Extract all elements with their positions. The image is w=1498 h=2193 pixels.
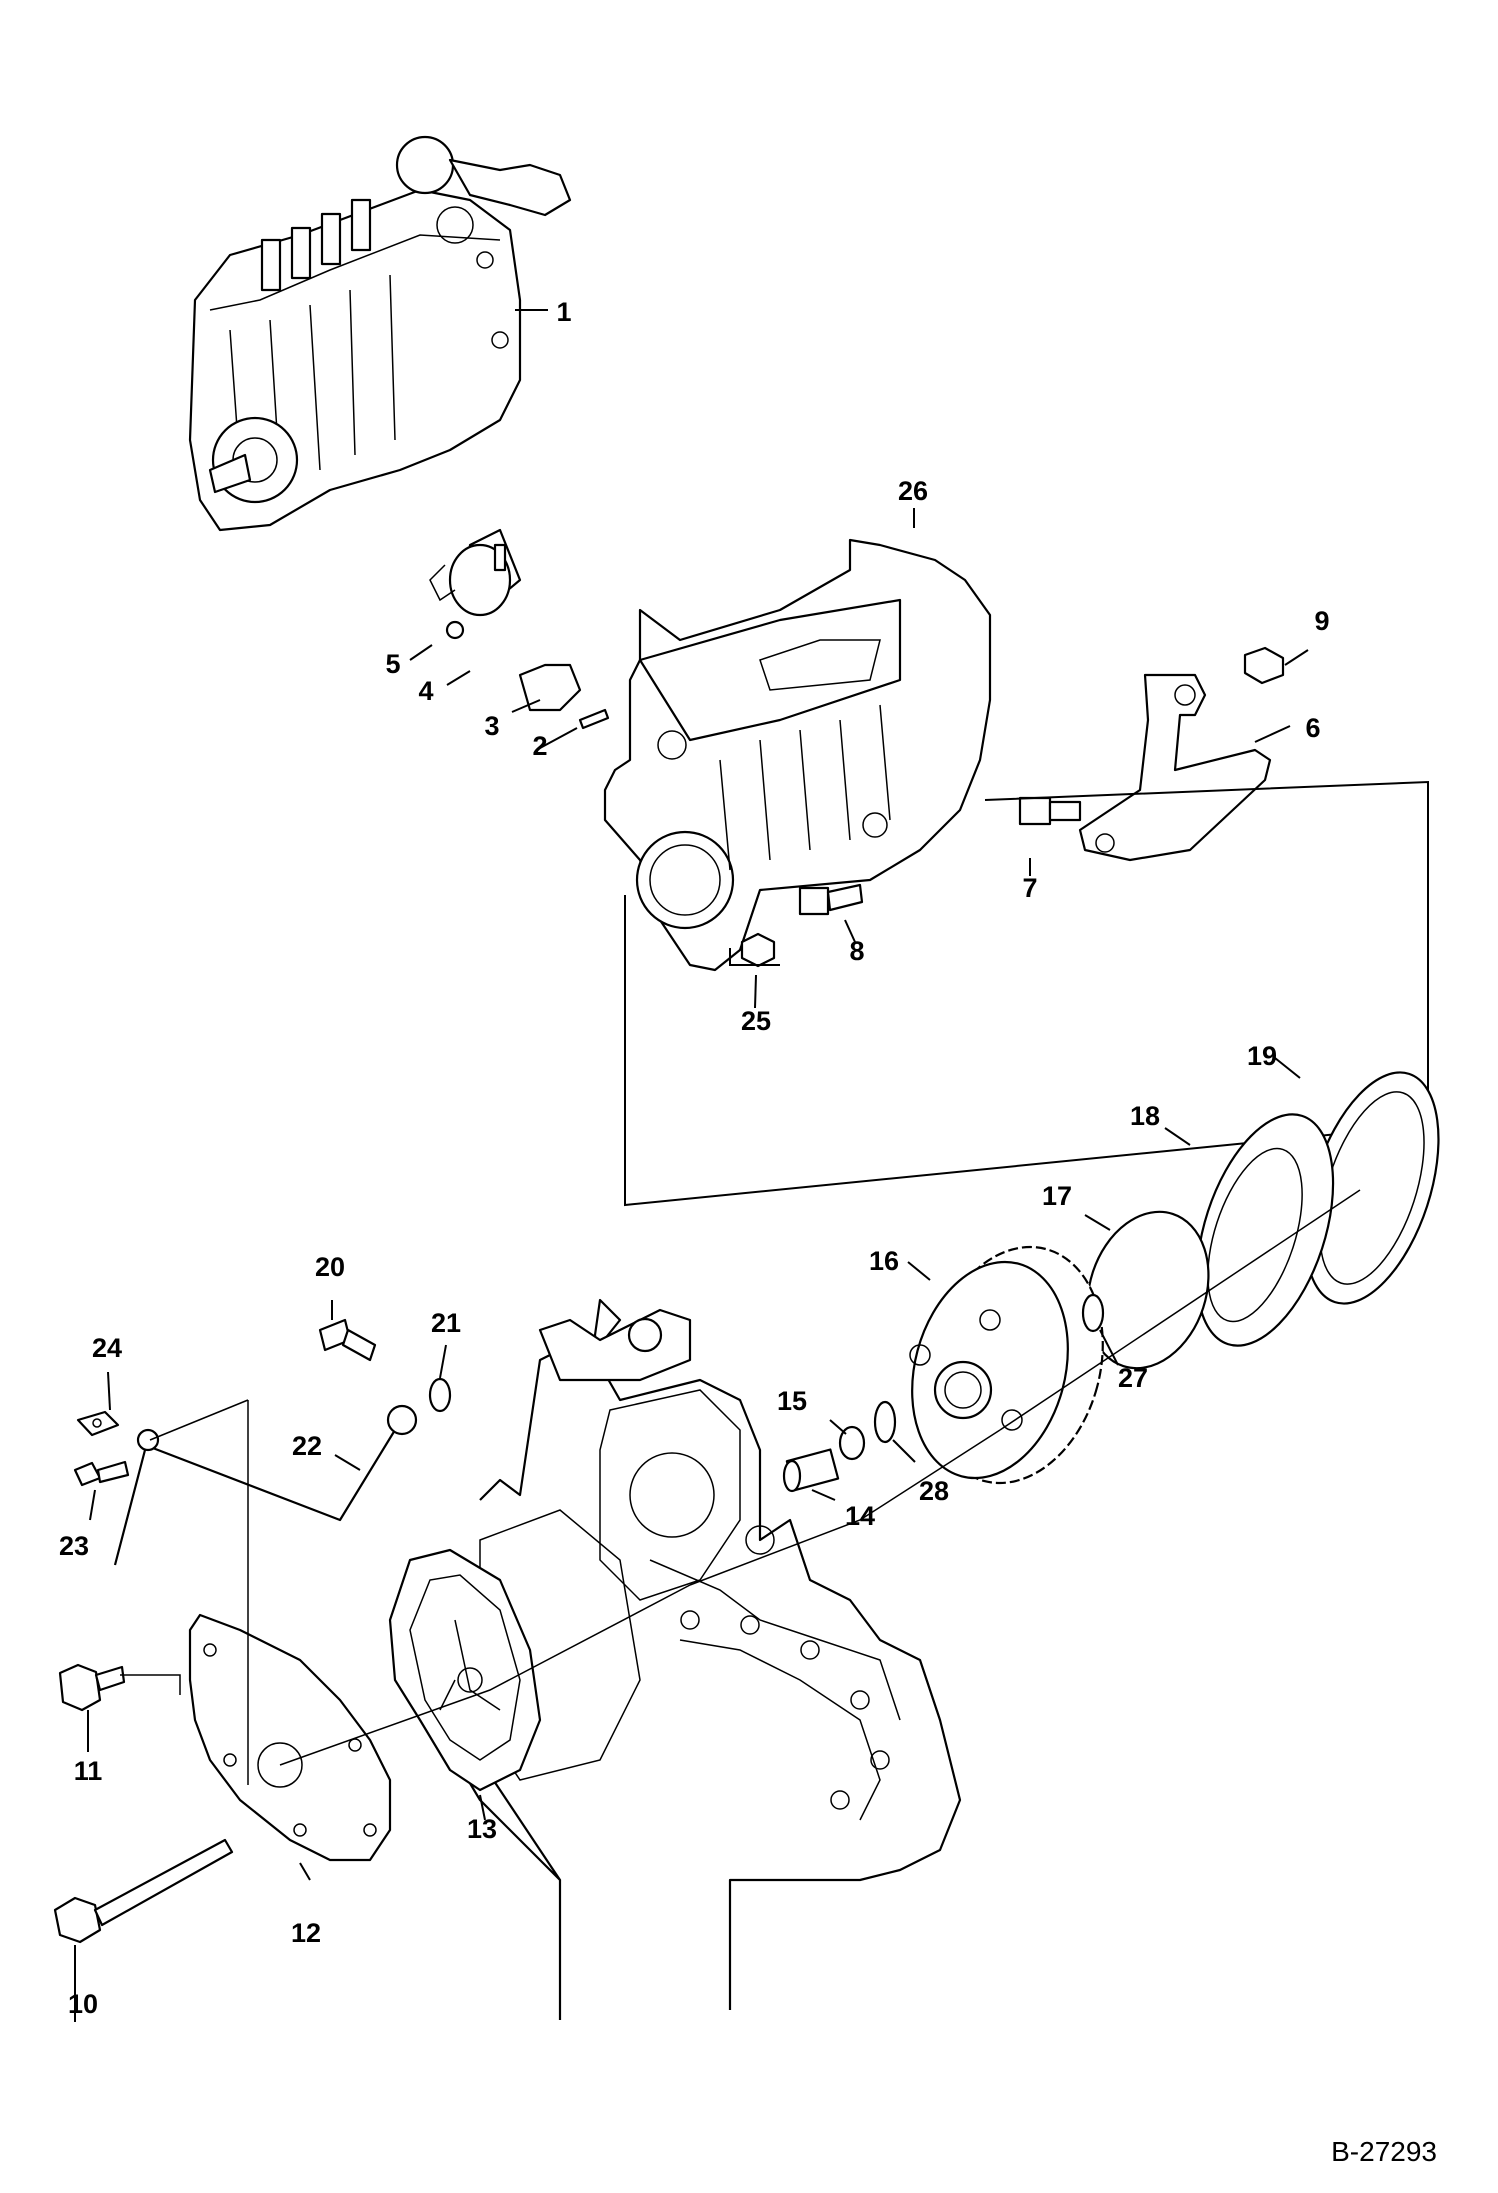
callout-16: 16 (869, 1246, 899, 1276)
callout-23: 23 (59, 1531, 89, 1561)
callout-24: 24 (92, 1333, 122, 1363)
feed-pump-nut (445, 620, 465, 640)
snap-ring-large (1081, 1293, 1105, 1333)
callout-13: 13 (467, 1814, 497, 1844)
callout-7: 7 (1022, 873, 1037, 903)
bracket-bolt (1018, 796, 1082, 826)
callout-26: 26 (898, 476, 928, 506)
o-ring (1086, 1210, 1210, 1370)
short-bolt (58, 1663, 126, 1712)
housing-bolt (798, 883, 864, 916)
callout-20: 20 (315, 1252, 345, 1282)
callout-19: 19 (1247, 1041, 1277, 1071)
housing-gasket (388, 1548, 542, 1792)
reference-code: B-27293 (1331, 2136, 1437, 2167)
adapter-plate (1195, 1113, 1335, 1347)
bracket (1078, 673, 1272, 862)
callout-6: 6 (1305, 713, 1320, 743)
housing-nut (740, 932, 776, 968)
callout-14: 14 (845, 1501, 875, 1531)
callout-9: 9 (1314, 606, 1329, 636)
callout-15: 15 (777, 1386, 807, 1416)
callout-27: 27 (1118, 1363, 1148, 1393)
cover-plate (188, 1613, 392, 1862)
callout-12: 12 (291, 1918, 321, 1948)
stud (578, 708, 610, 730)
drive-gear (909, 1245, 1104, 1485)
callout-leaders (74, 309, 1309, 2022)
callout-3: 3 (484, 711, 499, 741)
snap-ring-small (873, 1400, 897, 1444)
callout-4: 4 (418, 676, 433, 706)
callout-25: 25 (741, 1006, 771, 1036)
callout-8: 8 (849, 936, 864, 966)
callout-21: 21 (431, 1308, 461, 1338)
callout-22: 22 (292, 1431, 322, 1461)
fuel-line (113, 1404, 418, 1566)
callout-10: 10 (68, 1989, 98, 2019)
shaft-sleeve (782, 1448, 840, 1493)
pump-housing (603, 538, 992, 972)
sealing-washer (428, 1377, 452, 1413)
callout-28: 28 (919, 1476, 949, 1506)
callout-1: 1 (556, 297, 571, 327)
feed-pump (429, 528, 522, 617)
callout-17: 17 (1042, 1181, 1072, 1211)
oil-seal (838, 1425, 866, 1461)
fitting-bolt (73, 1460, 130, 1487)
long-bolt (53, 1838, 234, 1944)
feed-pump-gasket (518, 663, 582, 712)
injection-pump-assembly (188, 135, 572, 532)
callout-11: 11 (74, 1756, 103, 1786)
clamp (76, 1410, 120, 1437)
banjo-bolt (318, 1318, 377, 1362)
callout-5: 5 (385, 649, 400, 679)
callout-2: 2 (532, 731, 547, 761)
callout-18: 18 (1130, 1101, 1160, 1131)
hex-nut (1243, 646, 1285, 685)
